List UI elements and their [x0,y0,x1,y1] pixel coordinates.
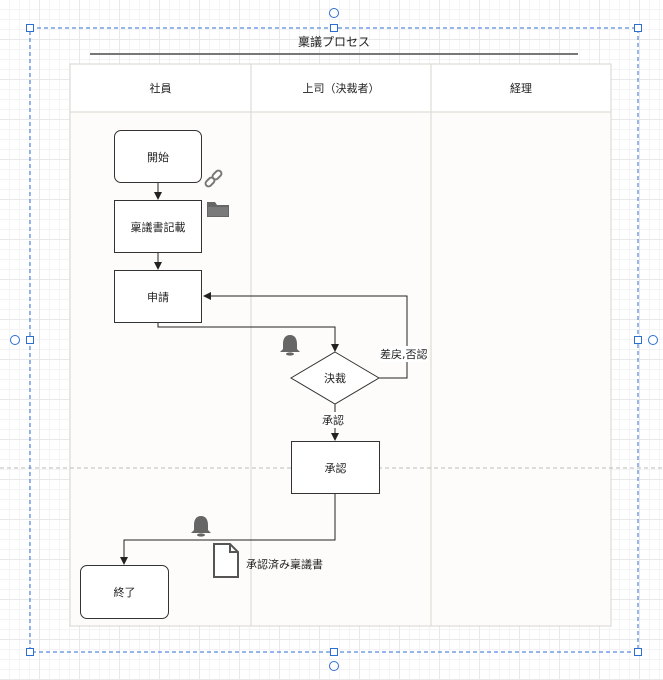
edge-label-reject: 差戻,否認 [380,346,428,362]
rotate-handle-right[interactable] [648,335,658,345]
link-icon[interactable] [204,169,223,188]
edge-reject[interactable] [203,292,408,379]
resize-handle-top-left[interactable] [26,24,34,32]
lane-header-accounting: 経理 [510,82,532,95]
approve-node-label: 承認 [324,461,347,475]
apply-node[interactable]: 申請 [114,270,202,323]
start-node[interactable]: 開始 [114,130,202,183]
folder-icon[interactable] [207,202,229,217]
edge-apply-decision[interactable] [157,323,339,352]
lane-header-row [69,63,612,113]
apply-node-label: 申請 [147,290,169,304]
bell-icon[interactable] [191,516,211,537]
end-node[interactable]: 終了 [80,565,169,619]
document-label: 承認済み稟議書 [246,558,323,571]
decision-node-label: 決裁 [324,372,346,385]
lane-header-manager: 上司（決裁者） [302,82,380,95]
bell-icon[interactable] [280,335,300,356]
rotate-handle-top[interactable] [329,8,339,18]
draft-node[interactable]: 稟議書記載 [114,200,202,253]
resize-handle-bottom-right[interactable] [634,648,642,656]
rotate-handle-bottom[interactable] [329,661,339,671]
resize-handle-right[interactable] [634,336,642,344]
lane-header-employee: 社員 [149,82,172,95]
start-node-label: 開始 [147,150,169,164]
resize-handle-top-right[interactable] [634,24,642,32]
edge-approve-end[interactable] [120,494,336,565]
edge-label-approved: 承認 [322,412,344,428]
resize-handle-bottom[interactable] [330,648,338,656]
document-icon[interactable] [213,543,239,578]
diagram-title: 稟議プロセス [297,35,370,49]
approve-node[interactable]: 承認 [291,441,380,494]
end-node-label: 終了 [113,586,136,599]
resize-handle-left[interactable] [26,336,34,344]
draft-node-label: 稟議書記載 [130,220,186,234]
rotate-handle-left[interactable] [10,335,20,345]
resize-handle-top[interactable] [330,24,338,32]
decision-node-shape[interactable] [290,351,380,405]
resize-handle-bottom-left[interactable] [26,648,34,656]
